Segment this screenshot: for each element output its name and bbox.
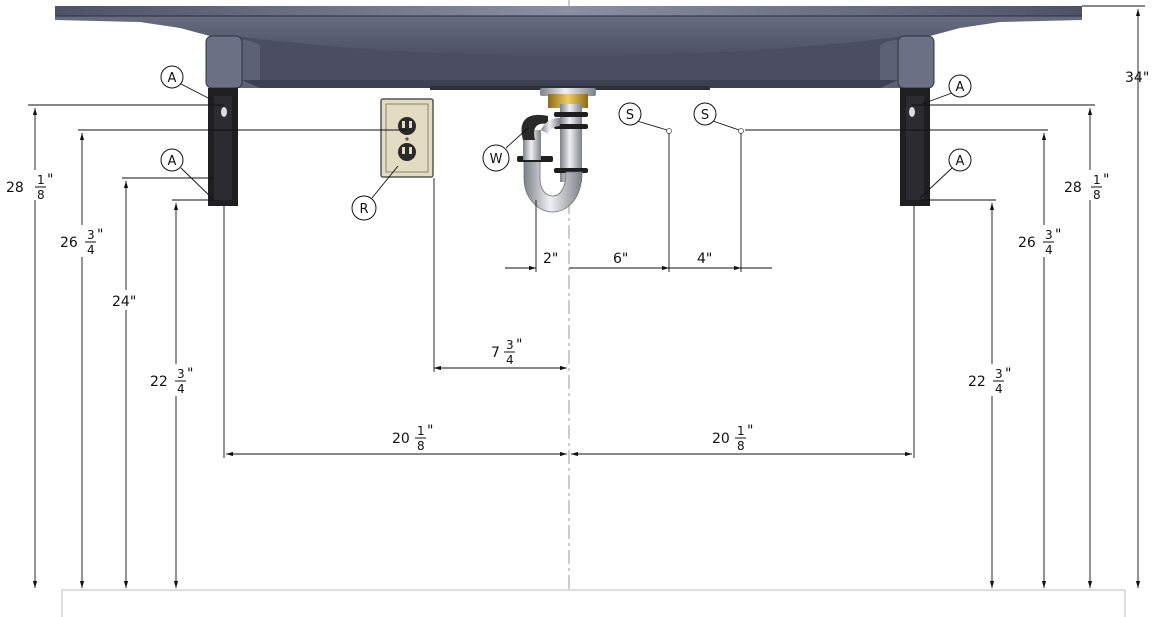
svg-text:4: 4 bbox=[1045, 243, 1053, 257]
supply-point-right bbox=[738, 128, 744, 134]
svg-text:S: S bbox=[626, 108, 634, 123]
svg-text:": " bbox=[187, 366, 193, 382]
svg-text:8: 8 bbox=[1093, 188, 1101, 202]
floor bbox=[61, 589, 1126, 617]
svg-text:3: 3 bbox=[506, 338, 514, 352]
svg-text:4: 4 bbox=[995, 382, 1003, 396]
svg-text:20: 20 bbox=[712, 431, 730, 447]
lower-anchor-height-label: 24" bbox=[108, 290, 144, 310]
svg-text:8: 8 bbox=[737, 439, 745, 453]
svg-text:1: 1 bbox=[37, 173, 45, 187]
svg-text:S: S bbox=[701, 108, 709, 123]
svg-text:24": 24" bbox=[112, 294, 136, 310]
svg-text:A: A bbox=[956, 80, 965, 95]
svg-text:4: 4 bbox=[177, 382, 185, 396]
receptacle-offset-label: 7 3 4 " bbox=[491, 337, 522, 367]
svg-text:W: W bbox=[490, 152, 503, 167]
receptacle-height-right-label: 26 3 4 " bbox=[1014, 225, 1068, 257]
svg-text:3: 3 bbox=[87, 228, 95, 242]
svg-text:": " bbox=[1005, 366, 1011, 382]
svg-text:A: A bbox=[956, 154, 965, 169]
callout-anchor-bottom-left: A bbox=[160, 148, 184, 172]
svg-text:": " bbox=[516, 337, 522, 353]
callout-supply-right: S bbox=[693, 102, 717, 126]
svg-text:": " bbox=[427, 423, 433, 439]
svg-text:20: 20 bbox=[392, 431, 410, 447]
callout-anchor-top-left: A bbox=[160, 65, 184, 89]
callout-waste: W bbox=[482, 144, 510, 172]
bracket-spacing-right-label: 20 1 8 " bbox=[712, 423, 753, 453]
bracket-spacing-left-label: 20 1 8 " bbox=[392, 423, 433, 453]
svg-text:8: 8 bbox=[417, 439, 425, 453]
svg-text:1: 1 bbox=[417, 424, 425, 438]
svg-text:": " bbox=[747, 423, 753, 439]
svg-text:4: 4 bbox=[87, 243, 95, 257]
svg-text:3: 3 bbox=[1045, 228, 1053, 242]
svg-text:22: 22 bbox=[150, 374, 168, 390]
svg-text:8: 8 bbox=[37, 188, 45, 202]
bracket-top-height-left-label: 28 1 8 " bbox=[2, 170, 58, 202]
callout-receptacle: R bbox=[351, 195, 377, 221]
supply-point-left bbox=[666, 128, 672, 134]
receptacle-height-left-label: 26 3 4 " bbox=[56, 225, 110, 257]
sink bbox=[55, 6, 1082, 90]
svg-text:A: A bbox=[168, 71, 177, 86]
svg-text:7: 7 bbox=[491, 345, 500, 361]
left-bracket bbox=[208, 88, 238, 206]
electrical-receptacle bbox=[380, 98, 434, 178]
overall-height-label: 34" bbox=[1125, 70, 1149, 86]
supply-offset-label: 6" bbox=[613, 251, 628, 267]
svg-text:R: R bbox=[359, 202, 368, 217]
bracket-bottom-height-left-label: 22 3 4 " bbox=[146, 364, 200, 396]
callout-anchor-bottom-right: A bbox=[948, 148, 972, 172]
svg-text:1: 1 bbox=[1093, 173, 1101, 187]
right-bracket bbox=[900, 88, 930, 206]
svg-text:": " bbox=[47, 172, 53, 188]
svg-text:28: 28 bbox=[6, 180, 24, 196]
svg-text:26: 26 bbox=[60, 235, 78, 251]
callout-supply-left: S bbox=[618, 102, 642, 126]
svg-text:A: A bbox=[168, 154, 177, 169]
svg-text:": " bbox=[1055, 227, 1061, 243]
bracket-bottom-height-right-label: 22 3 4 " bbox=[964, 364, 1018, 396]
svg-text:": " bbox=[97, 227, 103, 243]
supply-spacing-label: 4" bbox=[697, 251, 712, 267]
callout-leaders bbox=[180, 83, 953, 201]
svg-text:3: 3 bbox=[177, 367, 185, 381]
horizontal-dimensions bbox=[223, 133, 915, 458]
right-vertical-dimensions bbox=[745, 5, 1145, 588]
trap-offset-label: 2" bbox=[543, 251, 558, 267]
p-trap bbox=[517, 88, 596, 213]
bracket-top-height-right-label: 28 1 8 " bbox=[1060, 170, 1116, 202]
svg-text:1: 1 bbox=[737, 424, 745, 438]
svg-text:22: 22 bbox=[968, 374, 986, 390]
svg-text:": " bbox=[1103, 172, 1109, 188]
svg-text:3: 3 bbox=[995, 367, 1003, 381]
callout-anchor-top-right: A bbox=[948, 74, 972, 98]
svg-text:4: 4 bbox=[506, 353, 514, 367]
svg-text:28: 28 bbox=[1064, 180, 1082, 196]
svg-text:26: 26 bbox=[1018, 235, 1036, 251]
